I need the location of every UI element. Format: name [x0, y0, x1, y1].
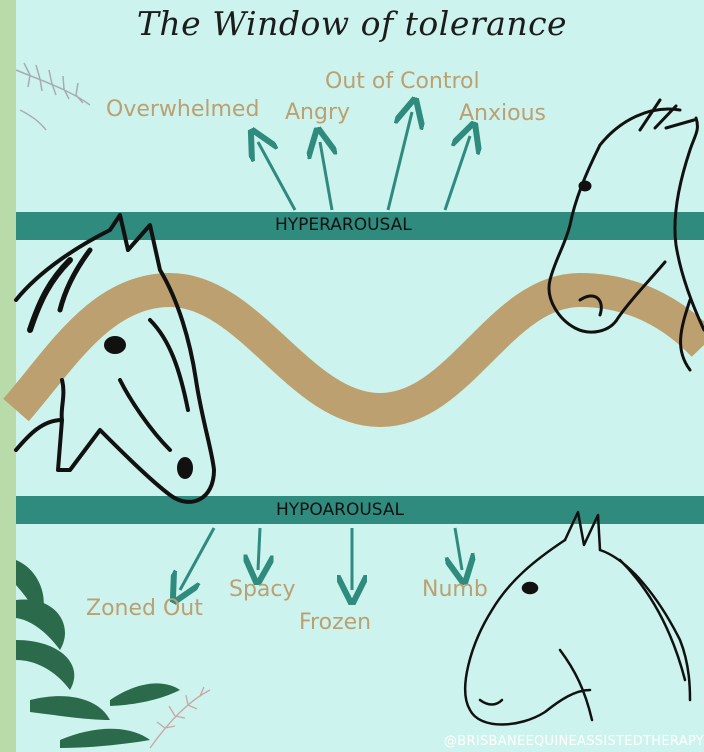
arrow-anxious: [445, 136, 470, 210]
state-overwhelmed: Overwhelmed: [106, 97, 259, 122]
horse-head-bottom-icon: [465, 512, 690, 725]
hyperarousal-label: HYPERAROUSAL: [275, 215, 412, 235]
state-spacy: Spacy: [229, 577, 296, 602]
arrow-out-of-control: [388, 112, 412, 210]
leaf-sprig-icon: [16, 63, 90, 130]
credit-handle: @BRISBANEEQUINEASSISTEDTHERAPY: [444, 734, 704, 749]
state-numb: Numb: [422, 577, 488, 602]
arrow-numb: [455, 528, 462, 570]
arrow-spacy: [258, 528, 260, 570]
arrow-zoned-out: [180, 528, 214, 590]
arrow-overwhelmed: [258, 142, 295, 210]
state-out-of-control: Out of Control: [325, 69, 480, 94]
state-anxious: Anxious: [459, 101, 546, 126]
hyperarousal-arrows: [258, 112, 470, 210]
state-angry: Angry: [285, 100, 350, 125]
horse-head-right-icon: [549, 100, 704, 370]
hypoarousal-label: HYPOAROUSAL: [276, 500, 404, 520]
arrow-angry: [320, 142, 332, 210]
state-frozen: Frozen: [299, 610, 371, 635]
hypoarousal-arrows: [180, 528, 462, 590]
fern-leaves-icon: [16, 560, 180, 748]
state-zoned-out: Zoned Out: [86, 596, 203, 621]
